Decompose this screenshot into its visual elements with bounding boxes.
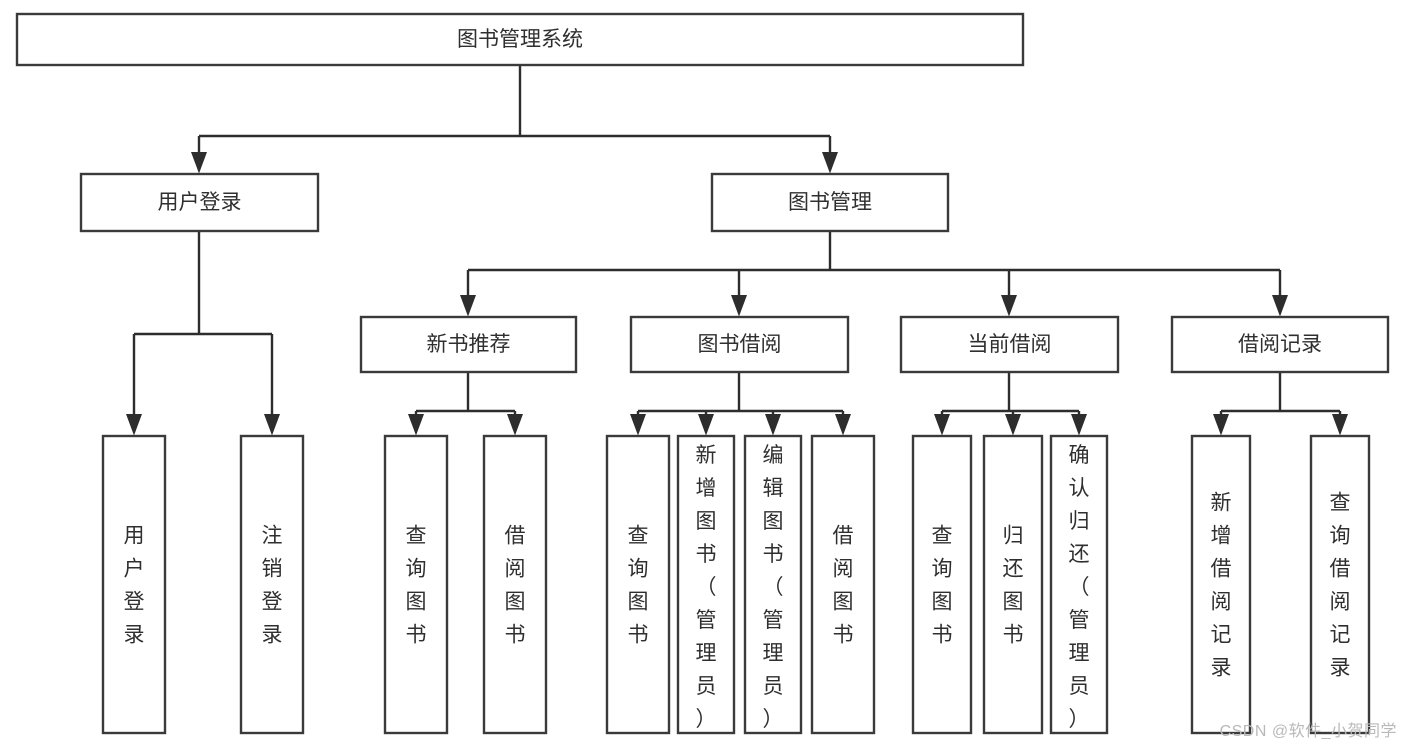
node-book-manage[interactable]: 图书管理	[710, 172, 950, 233]
node-label: 确认归还（管理员）	[1069, 444, 1090, 731]
node-borrow-record[interactable]: 借阅记录	[1170, 315, 1390, 374]
node-box[interactable]	[911, 434, 973, 735]
arrow-head-icon	[264, 414, 280, 436]
node-box[interactable]	[1049, 434, 1109, 735]
node-label: 新增借阅记录	[1211, 492, 1232, 680]
node-box[interactable]	[676, 434, 736, 735]
node-box[interactable]	[710, 172, 950, 233]
arrow-head-icon	[460, 295, 476, 317]
node-box[interactable]	[1190, 434, 1252, 735]
node-leaf-logout-login[interactable]: 注销登录	[239, 434, 305, 735]
connector-group-root	[191, 65, 838, 174]
node-box[interactable]	[743, 434, 803, 735]
arrow-head-icon	[1272, 295, 1288, 317]
node-leaf-query-book-cur[interactable]: 查询图书	[911, 434, 973, 735]
arrow-head-icon	[822, 152, 838, 174]
arrow-head-icon	[731, 295, 747, 317]
node-box[interactable]	[1170, 315, 1390, 374]
node-label: 借阅图书	[833, 525, 854, 647]
node-box[interactable]	[982, 434, 1044, 735]
node-label: 图书管理系统	[457, 28, 583, 51]
arrow-head-icon	[835, 414, 851, 436]
node-new-book-recommend[interactable]: 新书推荐	[359, 315, 578, 374]
arrow-head-icon	[1332, 414, 1348, 436]
node-label: 新书推荐	[427, 333, 511, 356]
arrow-head-icon	[698, 414, 714, 436]
node-label: 注销登录	[262, 525, 283, 647]
connectors-layer	[126, 65, 1348, 436]
node-label: 借阅记录	[1238, 333, 1322, 356]
nodes-layer: 图书管理系统用户登录图书管理新书推荐图书借阅当前借阅借阅记录用户登录注销登录查询…	[15, 12, 1390, 735]
node-label: 查询图书	[628, 525, 649, 647]
node-leaf-confirm-return[interactable]: 确认归还（管理员）	[1049, 434, 1109, 735]
node-box[interactable]	[605, 434, 671, 735]
node-leaf-query-book[interactable]: 查询图书	[605, 434, 671, 735]
node-root[interactable]: 图书管理系统	[15, 12, 1025, 67]
node-box[interactable]	[359, 315, 578, 374]
node-label: 归还图书	[1003, 525, 1024, 647]
node-leaf-borrow-book[interactable]: 借阅图书	[810, 434, 876, 735]
arrow-head-icon	[126, 414, 142, 436]
node-leaf-edit-book[interactable]: 编辑图书（管理员）	[743, 434, 803, 735]
node-leaf-query-record[interactable]: 查询借阅记录	[1309, 434, 1371, 735]
arrow-head-icon	[630, 414, 646, 436]
node-label: 图书借阅	[698, 333, 782, 356]
connector-group-user-login	[126, 231, 280, 436]
node-label: 新增图书（管理员）	[696, 444, 717, 731]
arrow-head-icon	[191, 152, 207, 174]
node-user-login[interactable]: 用户登录	[79, 172, 320, 233]
arrow-head-icon	[1071, 414, 1087, 436]
node-label: 查询图书	[932, 525, 953, 647]
arrow-head-icon	[507, 414, 523, 436]
node-box[interactable]	[1309, 434, 1371, 735]
node-label: 当前借阅	[968, 333, 1052, 356]
node-label: 查询借阅记录	[1330, 492, 1351, 680]
node-current-borrow[interactable]: 当前借阅	[899, 315, 1120, 374]
node-box[interactable]	[383, 434, 449, 735]
watermark-text: CSDN @软件_小贺同学	[1219, 723, 1397, 740]
node-box[interactable]	[482, 434, 548, 735]
node-box[interactable]	[629, 315, 850, 374]
node-box[interactable]	[15, 12, 1025, 67]
node-box[interactable]	[810, 434, 876, 735]
arrow-head-icon	[934, 414, 950, 436]
node-leaf-add-book[interactable]: 新增图书（管理员）	[676, 434, 736, 735]
connector-group-current-borrow	[934, 372, 1087, 436]
connector-group-book-borrow	[630, 372, 851, 436]
arrow-head-icon	[408, 414, 424, 436]
node-label: 用户登录	[124, 525, 145, 647]
connector-group-book-manage	[460, 231, 1288, 317]
node-leaf-add-record[interactable]: 新增借阅记录	[1190, 434, 1252, 735]
arrow-head-icon	[1001, 295, 1017, 317]
arrow-head-icon	[1005, 414, 1021, 436]
node-leaf-query-book-rec[interactable]: 查询图书	[383, 434, 449, 735]
node-box[interactable]	[239, 434, 305, 735]
node-leaf-user-login[interactable]: 用户登录	[101, 434, 167, 735]
node-label: 查询图书	[406, 525, 427, 647]
node-box[interactable]	[899, 315, 1120, 374]
node-box[interactable]	[101, 434, 167, 735]
node-label: 编辑图书（管理员）	[763, 444, 784, 731]
connector-group-new-book-recommend	[408, 372, 523, 436]
node-leaf-borrow-book-rec[interactable]: 借阅图书	[482, 434, 548, 735]
connector-group-borrow-record	[1213, 372, 1348, 436]
node-leaf-return-book[interactable]: 归还图书	[982, 434, 1044, 735]
arrow-head-icon	[765, 414, 781, 436]
node-label: 图书管理	[788, 191, 872, 214]
node-label: 借阅图书	[505, 525, 526, 647]
node-box[interactable]	[79, 172, 320, 233]
node-book-borrow[interactable]: 图书借阅	[629, 315, 850, 374]
arrow-head-icon	[1213, 414, 1229, 436]
node-label: 用户登录	[158, 191, 242, 214]
